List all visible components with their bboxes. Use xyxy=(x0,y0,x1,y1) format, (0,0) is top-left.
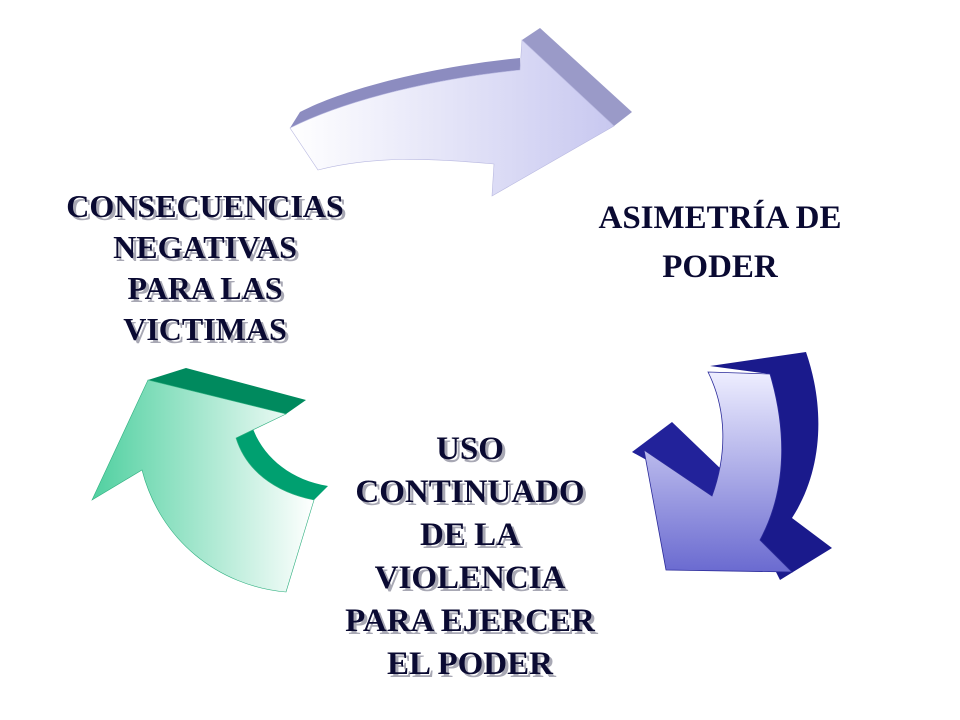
use-line-2: CONTINUADO xyxy=(355,474,585,510)
use-line-6: EL PODER xyxy=(387,646,553,682)
consequences-line-3: PARA LAS xyxy=(127,270,283,306)
node-asymmetry-label: ASIMETRÍA DE PODER xyxy=(560,194,880,292)
node-consequences-label: CONSECUENCIAS NEGATIVAS PARA LAS VICTIMA… xyxy=(30,186,380,350)
asymmetry-line-2: PODER xyxy=(662,249,778,285)
arrow-top-head-side xyxy=(522,28,632,126)
arrow-right-back-face xyxy=(710,352,832,580)
consequences-line-4: VICTIMAS xyxy=(123,311,287,347)
arrow-top-front-face xyxy=(289,39,615,197)
use-line-4: VIOLENCIA xyxy=(374,560,566,596)
asymmetry-line-1: ASIMETRÍA DE xyxy=(598,200,842,236)
node-use-label: USO CONTINUADO DE LA VIOLENCIA PARA EJER… xyxy=(310,428,630,686)
consequences-line-2: NEGATIVAS xyxy=(113,229,297,265)
arrow-right-front-face xyxy=(643,371,793,573)
use-line-5: PARA EJERCER xyxy=(345,603,595,639)
arrow-use-to-consequences xyxy=(91,368,328,593)
use-line-3: DE LA xyxy=(420,517,520,553)
arrow-right-head-left xyxy=(632,422,722,496)
consequences-line-1: CONSECUENCIAS xyxy=(66,188,344,224)
arrow-top-side-face xyxy=(290,58,520,128)
arrow-left-front-face xyxy=(91,379,315,593)
arrow-asymmetry-to-use xyxy=(632,352,832,580)
arrow-consequences-to-asymmetry xyxy=(289,28,632,197)
use-line-1: USO xyxy=(436,431,504,467)
arrow-left-head-top xyxy=(148,368,306,414)
arrow-left-inner-side xyxy=(236,426,328,500)
